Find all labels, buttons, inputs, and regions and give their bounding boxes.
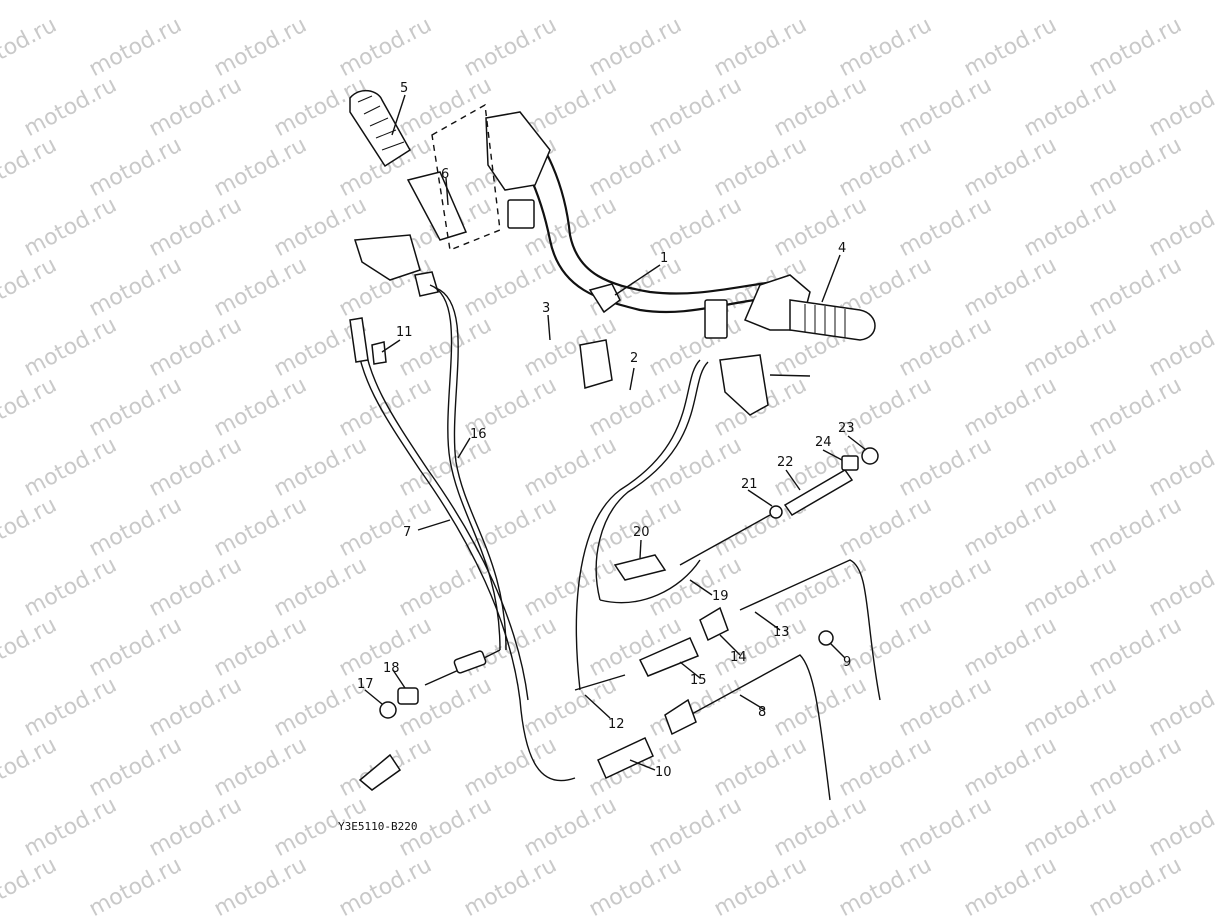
nut-9 <box>818 630 834 646</box>
callout-3: 3 <box>542 301 550 316</box>
switch-11 <box>349 317 369 363</box>
callout-10: 10 <box>655 765 672 780</box>
cable-7 <box>354 329 576 782</box>
drawing-code: Y3E5110-B220 <box>338 820 417 833</box>
callout-22: 22 <box>777 455 794 470</box>
callout-6: 6 <box>441 167 449 182</box>
callout-14: 14 <box>730 650 747 665</box>
callout-labels: 5 6 1 4 3 2 11 16 7 20 21 22 24 23 19 13… <box>357 81 855 780</box>
cable-12 <box>575 359 701 691</box>
nut-23 <box>861 447 879 465</box>
spring-22 <box>783 469 854 516</box>
callout-19: 19 <box>712 589 729 604</box>
sleeve-15 <box>638 637 700 677</box>
callout-20: 20 <box>633 525 650 540</box>
callout-18: 18 <box>383 661 400 676</box>
callout-24: 24 <box>815 435 832 450</box>
adjuster-16 <box>453 650 487 674</box>
cable-7-outer <box>361 329 529 701</box>
callout-23: 23 <box>838 421 855 436</box>
callout-16: 16 <box>470 427 487 442</box>
callout-17: 17 <box>357 677 374 692</box>
callout-8: 8 <box>758 705 766 720</box>
screw-11 <box>371 341 387 365</box>
adjuster-14 <box>699 606 729 642</box>
cable-13 <box>739 559 881 701</box>
nut-17 <box>379 701 397 719</box>
callout-5: 5 <box>400 81 408 96</box>
bracket-20 <box>613 554 667 581</box>
sleeve-10 <box>597 736 654 780</box>
callout-2: 2 <box>630 351 638 366</box>
left-grip-part <box>349 89 411 168</box>
callout-15: 15 <box>690 673 707 688</box>
callout-1: 1 <box>660 251 668 266</box>
cable-19-link <box>599 559 701 604</box>
callout-11: 11 <box>396 325 413 340</box>
callout-7: 7 <box>403 525 411 540</box>
cable-8 <box>689 654 831 801</box>
throttle-sleeve-part <box>406 103 501 251</box>
cable-16 <box>429 284 501 651</box>
washer-21 <box>769 505 783 519</box>
joint-24 <box>841 455 859 471</box>
pin-right <box>769 374 811 377</box>
cable-12-outer <box>595 361 709 601</box>
rod-19 <box>679 514 771 566</box>
callout-12: 12 <box>608 717 625 732</box>
callout-9: 9 <box>843 655 851 670</box>
cable-16-outer <box>435 287 507 651</box>
right-grip-part <box>789 299 876 341</box>
clip-part <box>358 753 402 791</box>
handlebar-part <box>485 111 811 389</box>
callout-13: 13 <box>773 625 790 640</box>
callout-21: 21 <box>741 477 758 492</box>
right-lever-bracket <box>719 354 769 416</box>
callout-4: 4 <box>838 241 846 256</box>
cable-12-end <box>574 674 626 691</box>
left-cable-end <box>414 271 439 297</box>
callout-leaders <box>364 94 867 771</box>
left-lever-bracket <box>354 234 421 281</box>
adjuster-8 <box>664 698 697 736</box>
sleeve-18 <box>397 687 419 705</box>
